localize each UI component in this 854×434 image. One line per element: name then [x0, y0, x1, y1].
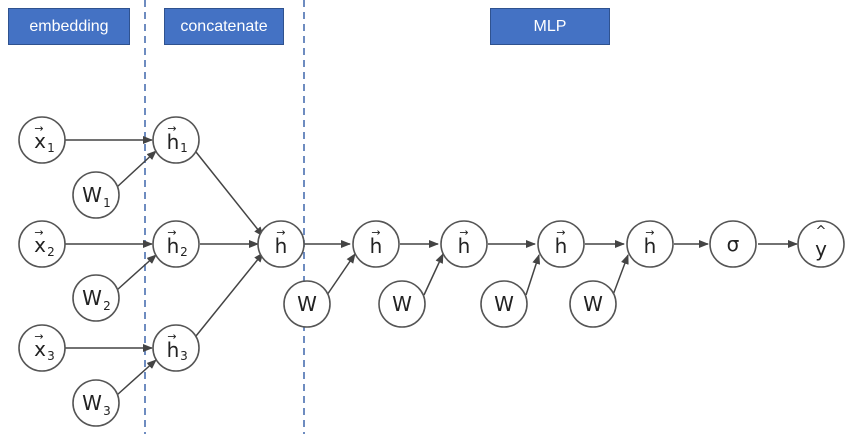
svg-text:1: 1: [180, 141, 188, 155]
node-mlp-w3: W: [480, 280, 528, 328]
node-w3: W 3: [72, 379, 120, 427]
svg-text:x: x: [34, 129, 46, 153]
node-mlp-h3: → h: [537, 220, 585, 268]
svg-text:1: 1: [103, 196, 111, 210]
node-h1: → h 1: [152, 116, 200, 164]
svg-text:→: →: [276, 226, 285, 239]
svg-text:→: →: [645, 226, 654, 239]
svg-text:y: y: [815, 237, 827, 261]
svg-text:h: h: [167, 338, 180, 362]
svg-text:h: h: [370, 234, 383, 258]
svg-text:h: h: [644, 234, 657, 258]
svg-text:W: W: [82, 391, 102, 415]
svg-text:3: 3: [180, 349, 188, 363]
node-x3: → x 3: [18, 324, 66, 372]
edge-w-mlp-h1: [326, 253, 356, 296]
edge-w1-h1: [116, 150, 157, 188]
edge-w-mlp-h2: [423, 253, 444, 296]
svg-text:→: →: [34, 330, 43, 343]
svg-text:W: W: [392, 292, 412, 316]
node-mlp-h4: → h: [626, 220, 674, 268]
svg-text:^: ^: [816, 224, 827, 239]
svg-text:→: →: [167, 226, 176, 239]
svg-text:x: x: [34, 233, 46, 257]
edge-w-mlp-h4: [612, 254, 629, 296]
mlp-section-label: MLP: [490, 8, 610, 45]
svg-text:2: 2: [47, 245, 55, 259]
edge-h3-h: [195, 252, 264, 337]
svg-text:h: h: [458, 234, 471, 258]
svg-text:W: W: [297, 292, 317, 316]
node-mlp-h1: → h: [352, 220, 400, 268]
svg-text:W: W: [583, 292, 603, 316]
node-h3: → h 3: [152, 324, 200, 372]
node-y-hat: ^ y: [797, 220, 845, 268]
svg-text:h: h: [555, 234, 568, 258]
svg-text:→: →: [556, 226, 565, 239]
svg-text:1: 1: [47, 141, 55, 155]
svg-text:x: x: [34, 337, 46, 361]
svg-text:h: h: [167, 234, 180, 258]
concatenate-section-label: concatenate: [164, 8, 284, 45]
node-w1: W 1: [72, 171, 120, 219]
svg-text:3: 3: [47, 349, 55, 363]
svg-text:→: →: [34, 226, 43, 239]
svg-text:2: 2: [103, 299, 111, 313]
node-mlp-h2: → h: [440, 220, 488, 268]
embedding-section-label: embedding: [8, 8, 130, 45]
svg-text:W: W: [82, 286, 102, 310]
svg-text:h: h: [167, 130, 180, 154]
svg-text:→: →: [459, 226, 468, 239]
svg-text:W: W: [82, 183, 102, 207]
node-mlp-w2: W: [378, 280, 426, 328]
edge-h1-h: [195, 151, 264, 237]
svg-text:3: 3: [103, 404, 111, 418]
edge-w2-h2: [116, 254, 157, 291]
svg-text:→: →: [34, 122, 43, 135]
edge-w-mlp-h3: [525, 254, 541, 296]
svg-text:2: 2: [180, 245, 188, 259]
node-mlp-w4: W: [569, 280, 617, 328]
node-w2: W 2: [72, 274, 120, 322]
node-h-concat: → h: [257, 220, 305, 268]
node-x1: → x 1: [18, 116, 66, 164]
svg-text:σ: σ: [727, 232, 740, 256]
svg-text:→: →: [167, 122, 176, 135]
node-sigma: σ: [709, 220, 757, 268]
svg-text:→: →: [167, 330, 176, 343]
node-h2: → h 2: [152, 220, 200, 268]
node-mlp-w1: W: [283, 280, 331, 328]
svg-text:h: h: [275, 234, 288, 258]
svg-text:→: →: [371, 226, 380, 239]
svg-text:W: W: [494, 292, 514, 316]
node-x2: → x 2: [18, 220, 66, 268]
edge-w3-h3: [116, 359, 157, 396]
